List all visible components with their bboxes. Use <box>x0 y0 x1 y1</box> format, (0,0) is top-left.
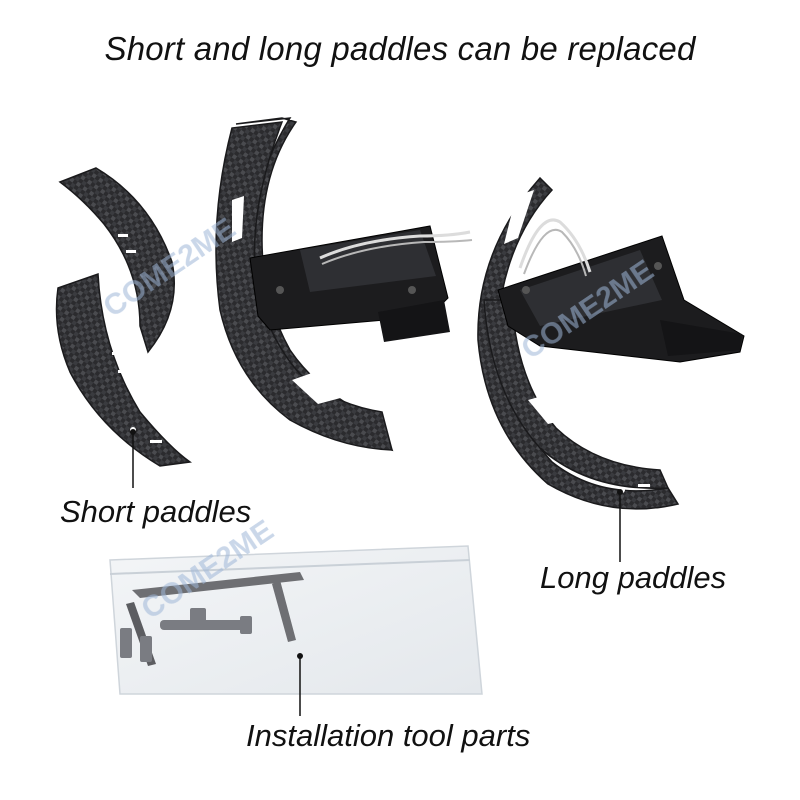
short-paddles-label: Short paddles <box>60 494 252 529</box>
installation-tools-label: Installation tool parts <box>246 718 531 753</box>
short-paddle-upper <box>58 167 175 354</box>
headline: Short and long paddles can be replaced <box>104 30 696 67</box>
long-paddle-right <box>477 176 745 510</box>
long-paddle-center <box>215 117 473 452</box>
long-paddles-label: Long paddles <box>540 560 727 595</box>
tool-bag <box>109 545 483 695</box>
leader-lines <box>132 432 621 716</box>
